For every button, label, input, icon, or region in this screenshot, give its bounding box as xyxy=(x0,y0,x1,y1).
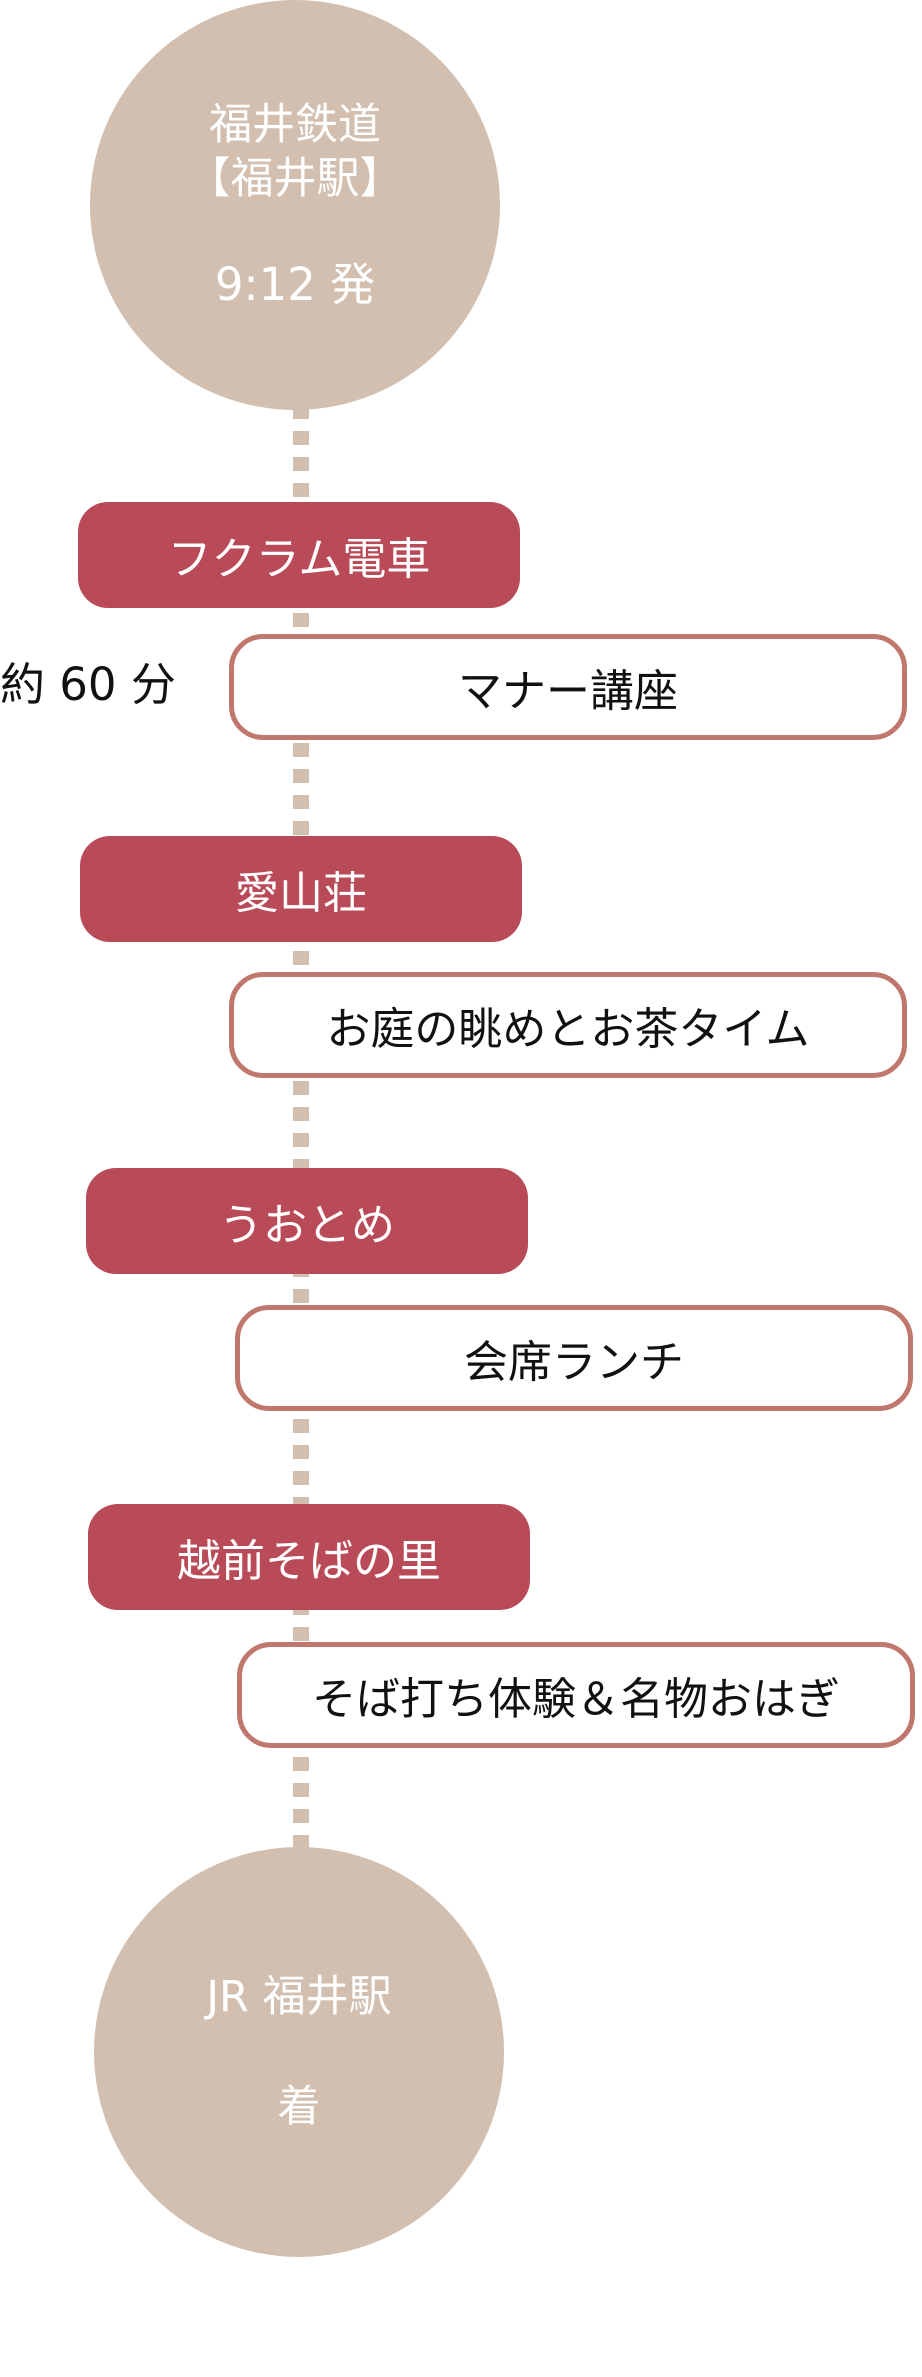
activity-label: お庭の眺めとお茶タイム xyxy=(326,1004,810,1055)
activity-label: そば打ち体験＆名物おはぎ xyxy=(312,1674,840,1725)
stop-label: 越前そばの里 xyxy=(177,1536,441,1587)
start-station-circle: 福井鉄道 【福井駅】 9:12 発 xyxy=(90,0,500,410)
departure-time: 9:12 発 xyxy=(214,257,376,311)
activity-soba-making-ohagi: そば打ち体験＆名物おはぎ xyxy=(237,1642,915,1748)
stop-label: フクラム電車 xyxy=(167,534,431,585)
activity-label: マナー講座 xyxy=(458,666,678,717)
activity-manners-lecture: マナー講座 xyxy=(229,634,907,740)
stop-echizen-soba-village: 越前そばの里 xyxy=(88,1504,530,1610)
arrival-label: 着 xyxy=(277,2082,321,2132)
start-line-name: 福井鉄道 xyxy=(209,99,381,150)
activity-label: 会席ランチ xyxy=(464,1337,684,1388)
route-connector-line xyxy=(293,405,309,1865)
start-station-name: 【福井駅】 xyxy=(187,153,403,204)
stop-label: うおとめ xyxy=(219,1200,395,1251)
stop-uotome: うおとめ xyxy=(86,1168,528,1274)
end-station-circle: JR 福井駅 着 xyxy=(94,1847,504,2257)
stop-label: 愛山荘 xyxy=(235,868,367,919)
duration-label: 約 60 分 xyxy=(0,658,176,711)
stop-fukuram-train: フクラム電車 xyxy=(78,502,520,608)
end-station-name: JR 福井駅 xyxy=(206,1972,392,2022)
stop-aizanso: 愛山荘 xyxy=(80,836,522,942)
activity-kaiseki-lunch: 会席ランチ xyxy=(235,1305,913,1411)
activity-garden-tea-time: お庭の眺めとお茶タイム xyxy=(229,972,907,1078)
